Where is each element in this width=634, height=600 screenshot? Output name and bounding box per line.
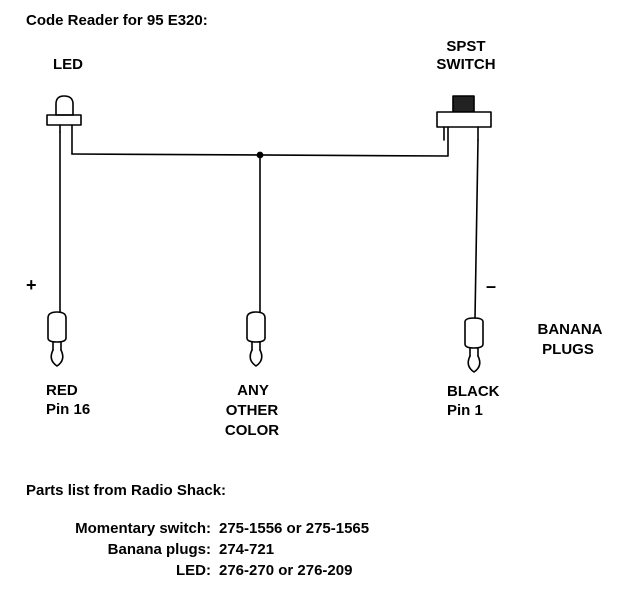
switch-icon — [436, 95, 492, 141]
parts-row-label: Momentary switch: — [75, 520, 211, 537]
switch-label-line1: SPST — [446, 38, 486, 55]
plus-sign: + — [26, 275, 37, 295]
plug-label-black-pin: Pin 1 — [447, 402, 483, 419]
parts-row-label: Banana plugs: — [107, 541, 211, 558]
plug-label-red: RED — [46, 382, 78, 399]
top-wire — [71, 126, 449, 157]
wires — [59, 126, 479, 319]
parts-row-value: 274-721 — [219, 541, 275, 558]
plug-label-center-line1: ANY — [237, 382, 269, 399]
banana-plug-icon — [47, 311, 67, 367]
parts-heading: Parts list from Radio Shack: — [26, 482, 227, 499]
plug-label-center-line3: COLOR — [224, 422, 280, 439]
switch-label-line2: SWITCH — [436, 56, 496, 73]
banana-plug-icon — [246, 311, 266, 367]
switch-lead-wire — [474, 139, 479, 319]
banana-plug-icon — [464, 317, 484, 373]
diagram-title: Code Reader for 95 E320: — [26, 12, 208, 29]
plug-label-center-line2: OTHER — [225, 402, 279, 419]
parts-row-label: LED: — [176, 562, 211, 579]
led-label: LED — [53, 56, 83, 73]
junction-dot — [256, 151, 264, 159]
plug-label-black: BLACK — [447, 383, 500, 400]
parts-row-value: 275-1556 or 275-1565 — [219, 520, 370, 537]
led-icon — [46, 95, 82, 155]
minus-sign: – — [486, 276, 497, 296]
banana-label-line1: BANANA — [537, 321, 603, 338]
banana-label-line2: PLUGS — [542, 341, 594, 358]
parts-row-value: 276-270 or 276-209 — [219, 562, 353, 579]
plug-label-red-pin: Pin 16 — [46, 401, 91, 418]
